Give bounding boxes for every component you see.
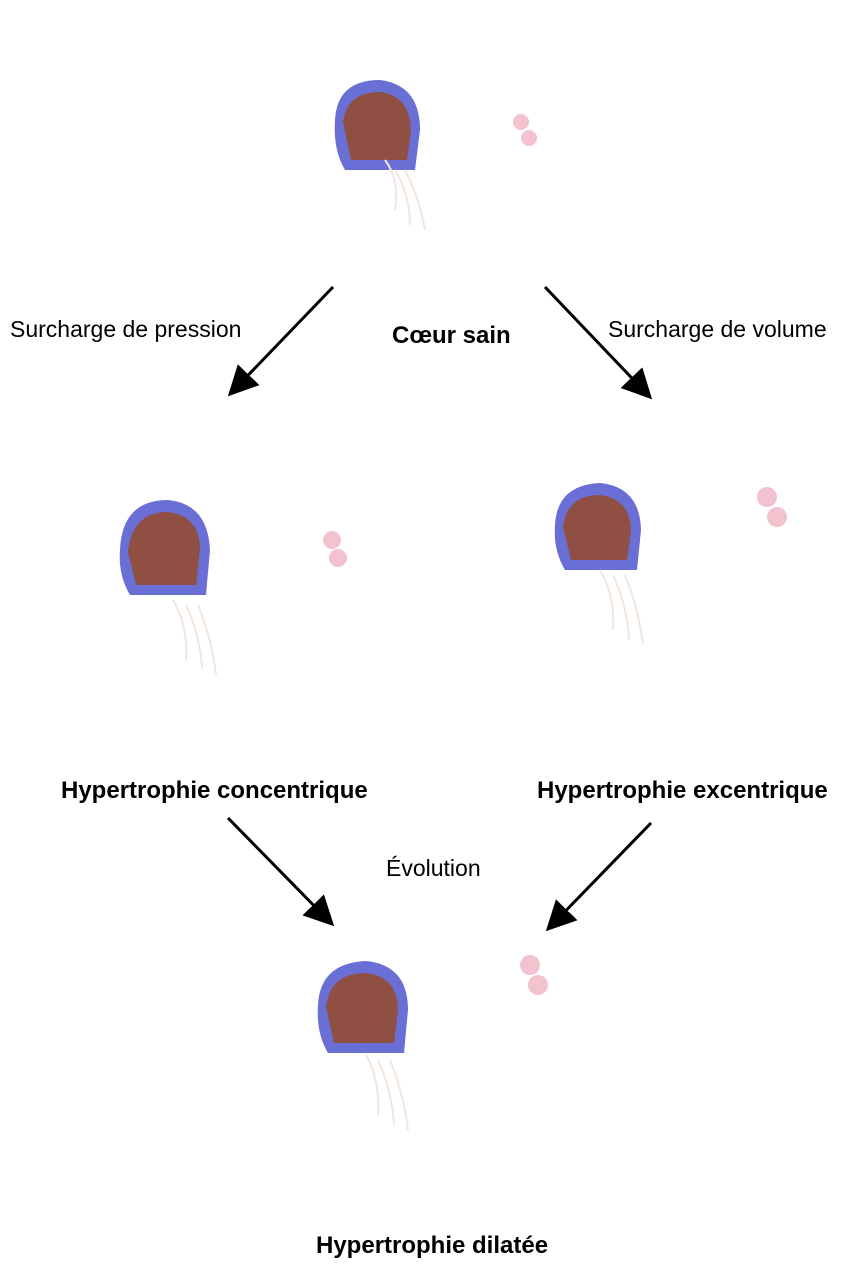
node-label-healthy: Cœur sain [392,322,511,350]
arrow-evolution-right [550,823,651,927]
node-label-eccentric: Hypertrophie excentrique [537,777,828,805]
arrow-pressure [232,287,333,392]
edge-label-pressure: Surcharge de pression [10,316,241,343]
edge-label-evolution: Évolution [386,855,481,882]
edge-label-volume: Surcharge de volume [608,316,827,343]
arrow-evolution-left [228,818,330,922]
node-label-concentric: Hypertrophie concentrique [61,777,368,805]
node-label-dilated: Hypertrophie dilatée [316,1232,548,1260]
